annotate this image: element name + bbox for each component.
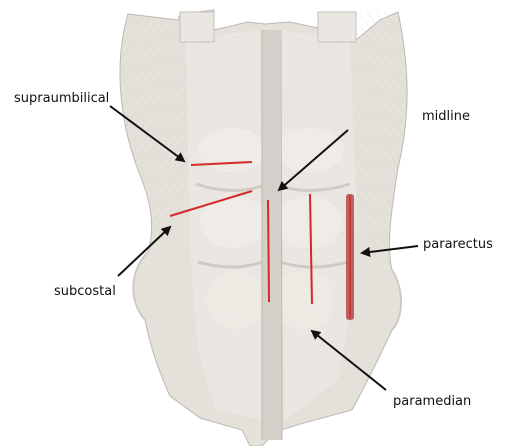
pararectus-label: pararectus [423, 237, 493, 252]
rectus-segment [276, 128, 344, 172]
top-tab-left [180, 12, 214, 42]
paramedian-label: paramedian [393, 394, 471, 409]
top-tab-right [318, 12, 356, 42]
rectus-segment [206, 270, 266, 330]
midline-label: midline [422, 109, 470, 124]
subcostal-label: subcostal [54, 284, 116, 299]
abdominal-wall-model [120, 10, 407, 446]
rectus-segment [274, 270, 334, 330]
midline-incision [268, 200, 269, 302]
rectus-segment [198, 128, 266, 172]
supraumbilical-label: supraumbilical [14, 91, 109, 106]
linea-alba [262, 30, 282, 440]
rectus-segment [274, 196, 342, 248]
